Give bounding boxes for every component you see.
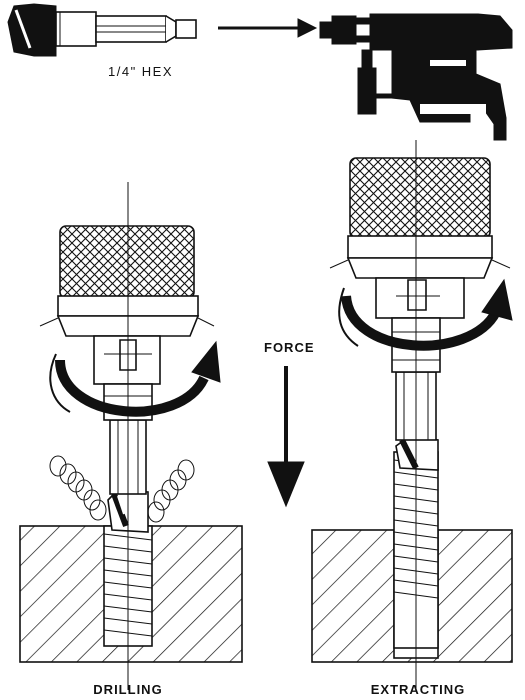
extracting-label: EXTRACTING <box>371 682 466 697</box>
arrow-right-icon <box>218 18 318 38</box>
extracting-panel <box>311 140 513 690</box>
drilling-label: DRILLING <box>93 682 162 697</box>
force-label: FORCE <box>264 340 315 355</box>
hex-shank-bit-icon <box>7 3 197 57</box>
spring-chip-icon <box>49 455 195 523</box>
rotation-arrow-icon-right <box>338 278 513 351</box>
drill-chuck-icon <box>59 225 195 299</box>
force-arrow-down-icon <box>267 366 305 508</box>
hex-label: 1/4" HEX <box>108 64 173 79</box>
power-drill-icon <box>319 13 513 141</box>
rotation-arrow-icon <box>49 340 221 417</box>
drill-chuck-icon-right <box>349 157 491 239</box>
drilling-panel <box>19 182 243 690</box>
